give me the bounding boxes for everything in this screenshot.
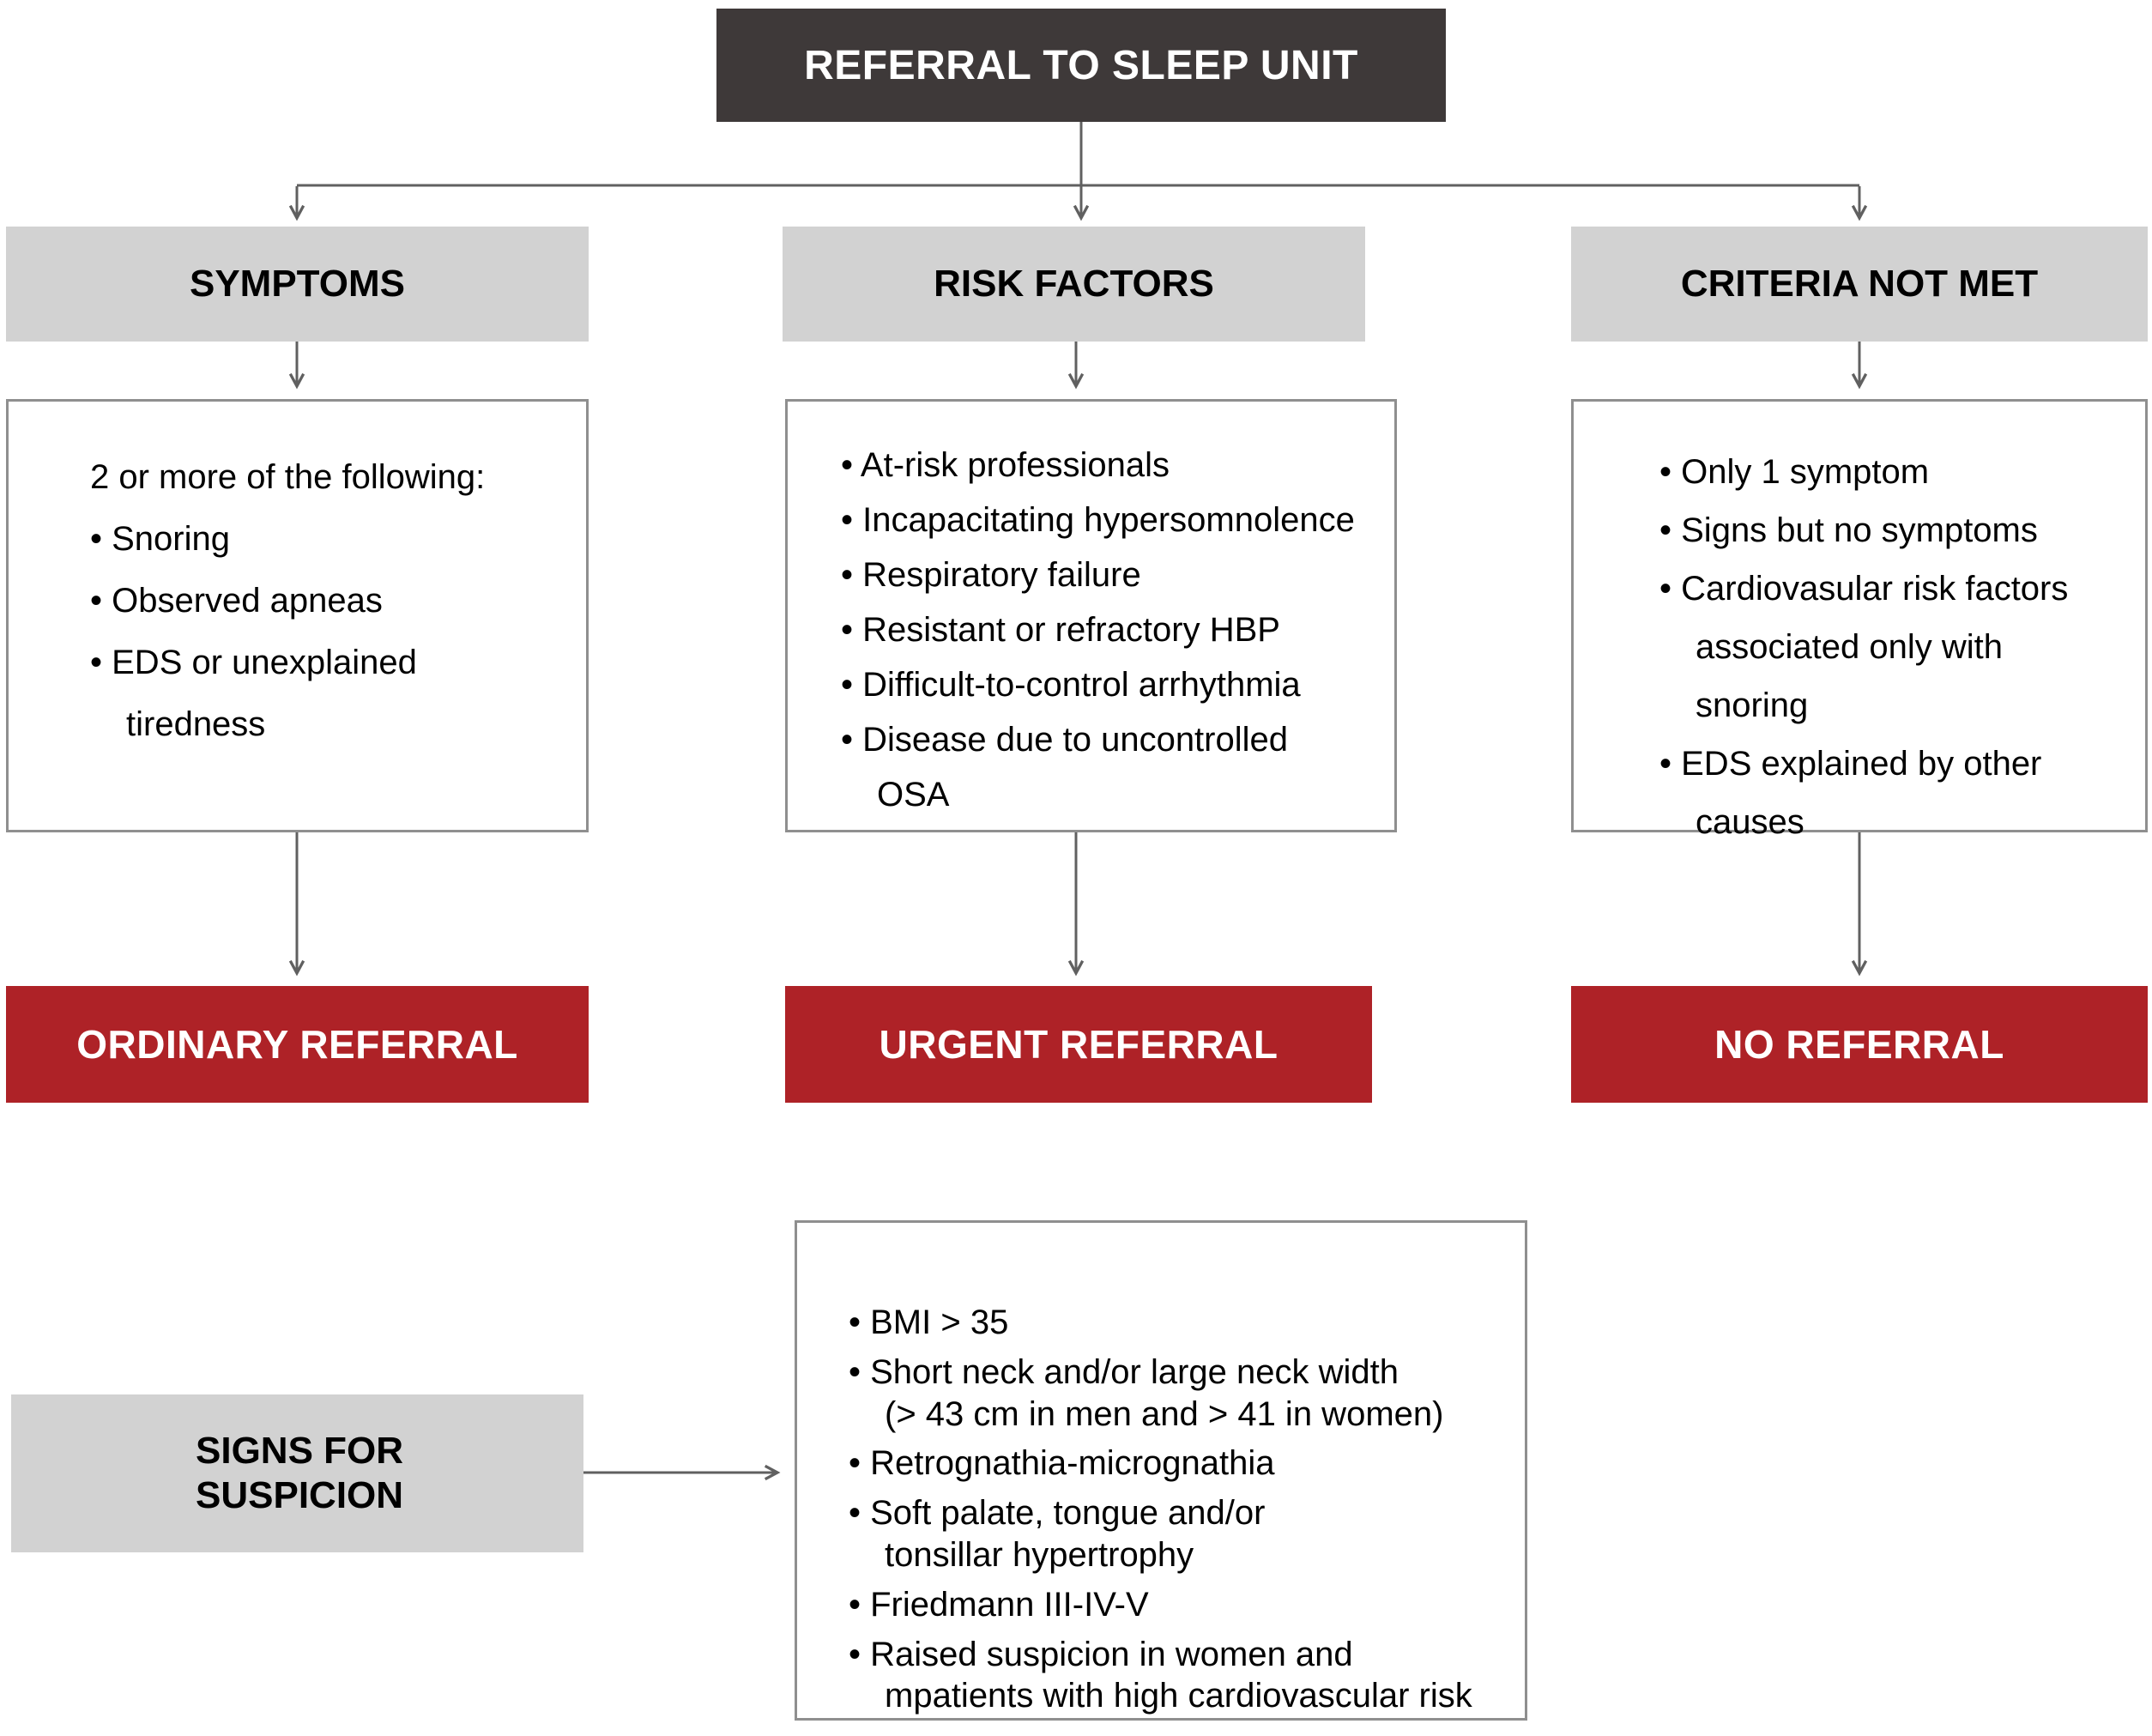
list-item: EDS or unexplained tiredness xyxy=(90,632,556,755)
list-item: Resistant or refractory HBP xyxy=(841,602,1364,657)
signs-list: BMI > 35 Short neck and/or large neck wi… xyxy=(849,1302,1490,1717)
list-item: Snoring xyxy=(90,508,556,570)
header-risk-factors: RISK FACTORS xyxy=(783,227,1365,342)
list-item: Retrognathia-micrognathia xyxy=(849,1443,1490,1485)
header-criteria-not-met-label: CRITERIA NOT MET xyxy=(1680,263,2039,305)
symptoms-intro: 2 or more of the following: xyxy=(90,458,486,496)
top-rail-line xyxy=(297,122,1859,187)
outcome-no-referral: NO REFERRAL xyxy=(1571,986,2148,1103)
signs-for-suspicion-box: BMI > 35 Short neck and/or large neck wi… xyxy=(795,1220,1527,1721)
outcome-urgent-referral-label: URGENT REFERRAL xyxy=(879,1022,1279,1067)
list-item: At-risk professionals xyxy=(841,438,1364,493)
list-item: Disease due to uncontrolled OSA xyxy=(841,712,1364,822)
risk-factors-box: At-risk professionals Incapacitating hyp… xyxy=(785,399,1397,832)
list-item: EDS explained by other causes xyxy=(1659,735,2119,851)
symptoms-criteria-box: 2 or more of the following: Snoring Obse… xyxy=(6,399,589,832)
list-item: Short neck and/or large neck width (> 43… xyxy=(849,1352,1490,1436)
list-item: Difficult-to-control arrhythmia xyxy=(841,657,1364,712)
list-item: Signs but no symptoms xyxy=(1659,501,2119,560)
header-symptoms-label: SYMPTOMS xyxy=(189,263,405,305)
list-item: Raised suspicion in women and mpatients … xyxy=(849,1634,1490,1718)
outcome-ordinary-referral-label: ORDINARY REFERRAL xyxy=(76,1022,518,1067)
root-node-referral-to-sleep-unit: REFERRAL TO SLEEP UNIT xyxy=(716,9,1446,122)
symptoms-list: Snoring Observed apneas EDS or unexplain… xyxy=(90,508,556,755)
outcome-urgent-referral: URGENT REFERRAL xyxy=(785,986,1372,1103)
list-item: Soft palate, tongue and/or tonsillar hyp… xyxy=(849,1492,1490,1576)
criteria-not-met-box: Only 1 symptom Signs but no symptoms Car… xyxy=(1571,399,2148,841)
list-item: Cardiovasular risk factors associated on… xyxy=(1659,560,2119,735)
outcome-no-referral-label: NO REFERRAL xyxy=(1714,1022,2004,1067)
list-item: BMI > 35 xyxy=(849,1302,1490,1344)
root-title: REFERRAL TO SLEEP UNIT xyxy=(804,42,1358,88)
header-risk-factors-label: RISK FACTORS xyxy=(934,263,1214,305)
list-item: Respiratory failure xyxy=(841,547,1364,602)
header-criteria-not-met: CRITERIA NOT MET xyxy=(1571,227,2148,342)
list-item: Incapacitating hypersomnolence xyxy=(841,493,1364,547)
list-item: Only 1 symptom xyxy=(1659,443,2119,501)
criteria-not-met-list: Only 1 symptom Signs but no symptoms Car… xyxy=(1659,443,2119,851)
list-item: Friedmann III-IV-V xyxy=(849,1584,1490,1626)
signs-for-suspicion-label: SIGNS FOR SUSPICION xyxy=(196,1430,404,1516)
signs-for-suspicion-node: SIGNS FOR SUSPICION xyxy=(11,1394,583,1552)
outcome-ordinary-referral: ORDINARY REFERRAL xyxy=(6,986,589,1103)
risk-factors-list: At-risk professionals Incapacitating hyp… xyxy=(841,438,1364,822)
list-item: Observed apneas xyxy=(90,570,556,632)
header-symptoms: SYMPTOMS xyxy=(6,227,589,342)
